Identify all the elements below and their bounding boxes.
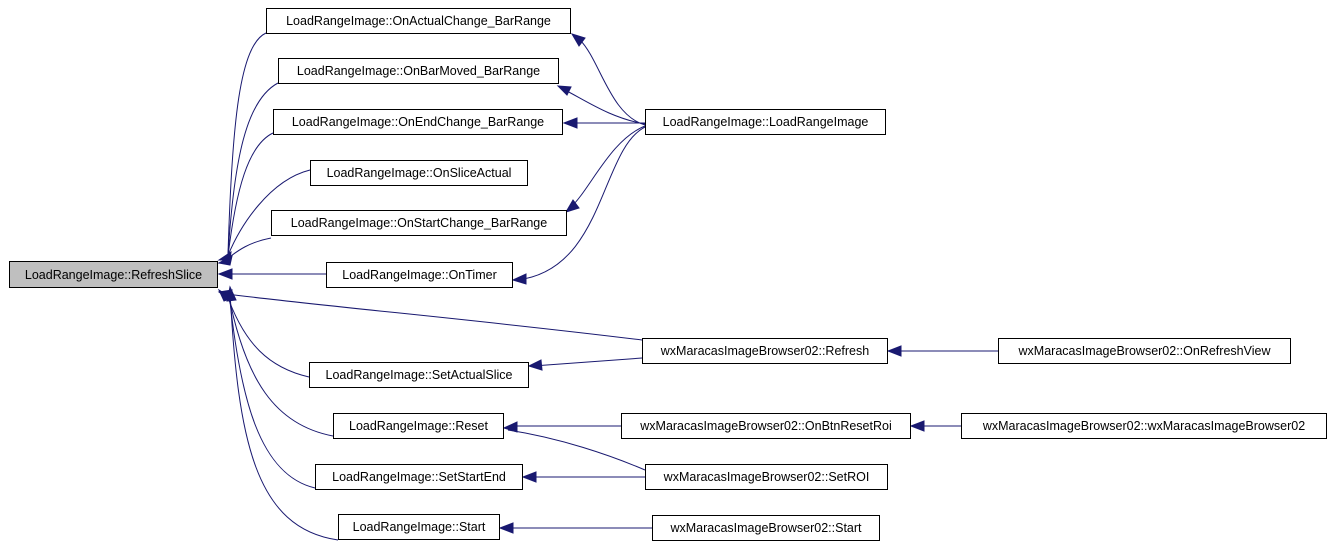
arrowhead-into-browser-refresh xyxy=(886,345,902,357)
edge-browser-refresh-to-refresh-slice xyxy=(225,293,643,341)
edge-on-actual-change-to-refresh-slice xyxy=(227,32,267,256)
edge-start-to-refresh-slice xyxy=(229,291,339,541)
node-on-timer[interactable]: LoadRangeImage::OnTimer xyxy=(326,262,513,288)
arrowhead-into-refresh-slice-3 xyxy=(217,268,233,280)
edge-set-start-end-to-refresh-slice xyxy=(228,291,316,489)
edge-browser-refresh-to-set-actual-slice xyxy=(532,357,643,367)
arrowhead-into-set-start-end xyxy=(521,471,537,483)
node-browser-refresh[interactable]: wxMaracasImageBrowser02::Refresh xyxy=(642,338,888,364)
node-browser-start[interactable]: wxMaracasImageBrowser02::Start xyxy=(652,515,880,541)
arrowhead-into-refresh-slice-2 xyxy=(217,255,233,266)
arrowhead-into-set-actual-slice xyxy=(527,359,543,371)
node-start[interactable]: LoadRangeImage::Start xyxy=(338,514,500,540)
node-load-range-image[interactable]: LoadRangeImage::LoadRangeImage xyxy=(645,109,886,135)
edge-load-range-image-to-on-timer xyxy=(516,126,646,281)
edge-load-range-image-to-on-start-change xyxy=(569,125,646,209)
node-browser-on-btn-reset-roi[interactable]: wxMaracasImageBrowser02::OnBtnResetRoi xyxy=(621,413,911,439)
arrowhead-into-on-timer xyxy=(511,273,527,285)
edge-set-actual-slice-to-refresh-slice xyxy=(225,291,310,378)
arrowhead-into-start xyxy=(498,522,514,534)
edge-load-range-image-to-on-bar-moved xyxy=(562,88,646,125)
edge-on-slice-actual-to-refresh-slice xyxy=(226,169,311,259)
node-on-slice-actual[interactable]: LoadRangeImage::OnSliceActual xyxy=(310,160,528,186)
node-set-start-end[interactable]: LoadRangeImage::SetStartEnd xyxy=(315,464,523,490)
node-on-start-change-bar-range[interactable]: LoadRangeImage::OnStartChange_BarRange xyxy=(271,210,567,236)
node-set-actual-slice[interactable]: LoadRangeImage::SetActualSlice xyxy=(309,362,529,388)
node-on-bar-moved-bar-range[interactable]: LoadRangeImage::OnBarMoved_BarRange xyxy=(278,58,559,84)
edge-reset-to-refresh-slice xyxy=(227,291,334,437)
node-on-end-change-bar-range[interactable]: LoadRangeImage::OnEndChange_BarRange xyxy=(273,109,563,135)
arrowhead-into-on-bar-moved xyxy=(556,85,572,96)
node-browser-set-roi[interactable]: wxMaracasImageBrowser02::SetROI xyxy=(645,464,888,490)
edge-on-end-change-to-refresh-slice xyxy=(227,132,274,257)
edge-set-roi-to-reset xyxy=(507,429,646,471)
arrowhead-into-on-btn-reset-roi xyxy=(909,420,925,432)
arrowhead-into-refresh-slice-6 xyxy=(226,285,237,302)
arrowhead-into-on-start-change xyxy=(564,199,580,213)
arrowhead-into-reset xyxy=(502,421,518,433)
edge-on-start-change-to-refresh-slice xyxy=(225,237,272,261)
arrowhead-into-on-actual-change xyxy=(570,33,586,47)
node-on-actual-change-bar-range[interactable]: LoadRangeImage::OnActualChange_BarRange xyxy=(266,8,571,34)
edge-on-bar-moved-to-refresh-slice xyxy=(227,82,279,256)
edge-load-range-image-to-on-actual-change xyxy=(579,39,646,126)
node-browser-on-refresh-view[interactable]: wxMaracasImageBrowser02::OnRefreshView xyxy=(998,338,1291,364)
node-refresh-slice[interactable]: LoadRangeImage::RefreshSlice xyxy=(9,261,218,288)
node-browser-ctor[interactable]: wxMaracasImageBrowser02::wxMaracasImageB… xyxy=(961,413,1327,439)
arrowhead-into-on-end-change xyxy=(562,117,578,129)
node-reset[interactable]: LoadRangeImage::Reset xyxy=(333,413,504,439)
